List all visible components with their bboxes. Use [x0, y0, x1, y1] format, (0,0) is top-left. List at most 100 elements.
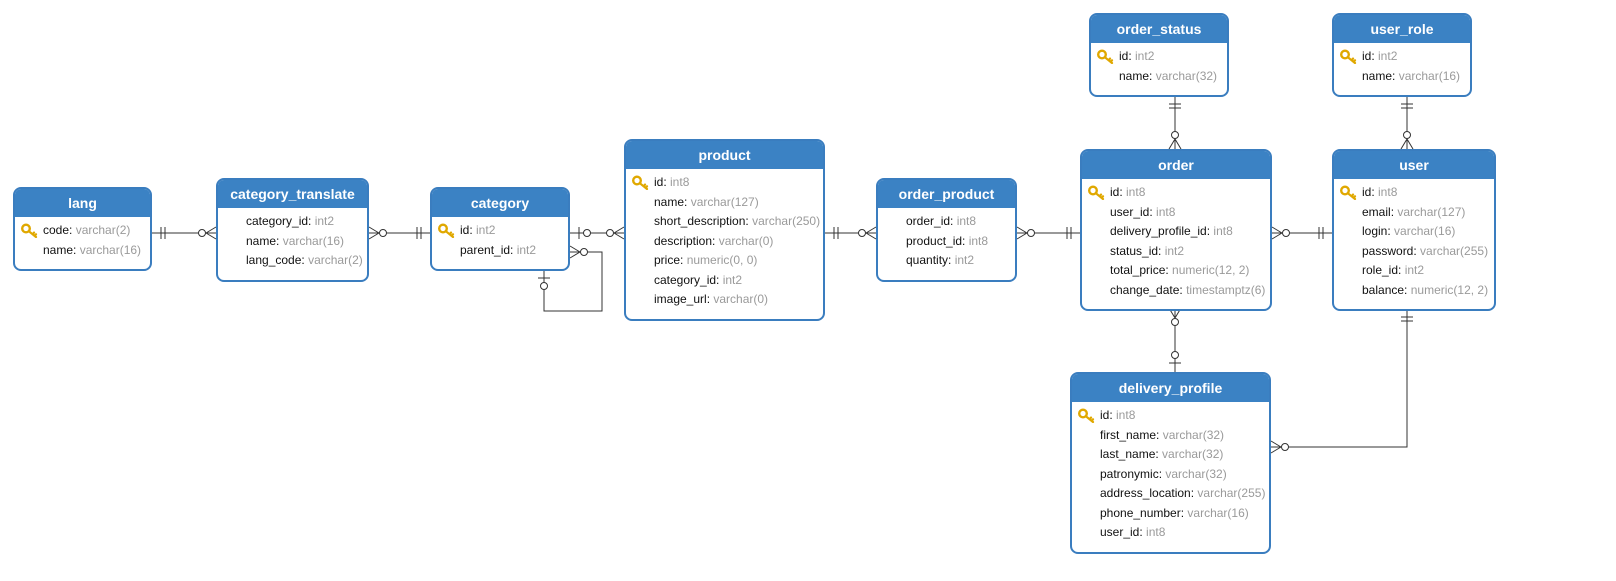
crowfoot-prong — [368, 232, 380, 240]
field-row[interactable]: login: varchar(16) — [1334, 222, 1494, 242]
field-row[interactable]: balance: numeric(12, 2) — [1334, 281, 1494, 301]
field-row[interactable]: password: varchar(255) — [1334, 242, 1494, 262]
field-row[interactable]: image_url: varchar(0) — [626, 290, 823, 310]
field-name: name — [43, 242, 74, 257]
table-title: category — [432, 189, 568, 217]
field-separator: : — [469, 223, 477, 237]
field-row[interactable]: name: varchar(32) — [1091, 67, 1227, 87]
field-name: id — [1100, 408, 1110, 422]
crowfoot-prong — [1271, 232, 1283, 240]
field-separator: : — [1390, 204, 1398, 219]
crowfoot-prong — [1271, 226, 1283, 234]
field-row[interactable]: id: int8 — [626, 173, 823, 193]
optional-marker — [1281, 443, 1289, 451]
field-separator: : — [510, 242, 517, 257]
field-separator: : — [712, 233, 719, 248]
field-type: int2 — [1404, 263, 1425, 277]
primary-key-icon — [438, 223, 455, 238]
field-row[interactable]: first_name: varchar(32) — [1072, 426, 1269, 446]
field-separator: : — [1139, 525, 1147, 539]
field-separator: : — [1156, 427, 1163, 442]
field-type: int8 — [1213, 224, 1233, 238]
field-name: id — [1362, 49, 1372, 63]
field-row[interactable]: user_id: int8 — [1082, 203, 1270, 223]
field-separator: : — [1149, 68, 1156, 83]
field-separator: : — [1109, 408, 1117, 422]
table-title: order — [1082, 151, 1270, 179]
field-row[interactable]: short_description: varchar(250) — [626, 212, 823, 232]
field-type: varchar(16) — [1394, 224, 1456, 238]
primary-key-icon — [1340, 185, 1357, 200]
field-row[interactable]: name: varchar(16) — [1334, 67, 1470, 87]
field-row[interactable]: price: numeric(0, 0) — [626, 251, 823, 271]
field-separator: : — [1179, 282, 1187, 297]
field-row[interactable]: name: varchar(16) — [15, 241, 150, 261]
field-separator: : — [1392, 68, 1399, 83]
field-type: timestamptz(6) — [1186, 282, 1266, 297]
field-row[interactable]: phone_number: varchar(16) — [1072, 504, 1269, 524]
field-name: address_location — [1100, 486, 1191, 500]
field-separator: : — [1398, 263, 1405, 277]
field-row[interactable]: quantity: int2 — [878, 251, 1015, 271]
field-type: varchar(32) — [1162, 447, 1224, 461]
field-row[interactable]: id: int8 — [1072, 406, 1269, 426]
table-title: delivery_profile — [1072, 374, 1269, 402]
field-name: name — [654, 194, 685, 209]
optional-marker — [379, 229, 387, 237]
field-row[interactable]: id: int8 — [1082, 183, 1270, 203]
field-row[interactable]: role_id: int2 — [1334, 261, 1494, 281]
field-row[interactable]: id: int2 — [1334, 47, 1470, 67]
field-separator: : — [301, 253, 309, 267]
crowfoot-prong — [569, 245, 581, 253]
field-row[interactable]: name: varchar(16) — [218, 232, 367, 252]
field-separator: : — [1149, 204, 1157, 219]
field-row[interactable]: lang_code: varchar(2) — [218, 251, 367, 271]
field-row[interactable]: category_id: int2 — [626, 271, 823, 291]
field-name: name — [1362, 68, 1393, 83]
field-row[interactable]: email: varchar(127) — [1334, 203, 1494, 223]
field-row[interactable]: user_id: int8 — [1072, 523, 1269, 543]
field-row[interactable]: delivery_profile_id: int8 — [1082, 222, 1270, 242]
field-row[interactable]: order_id: int8 — [878, 212, 1015, 232]
field-row[interactable]: total_price: numeric(12, 2) — [1082, 261, 1270, 281]
field-row[interactable]: name: varchar(127) — [626, 193, 823, 213]
field-name: change_date — [1110, 282, 1180, 297]
field-separator: : — [706, 292, 714, 306]
field-type: varchar(32) — [1155, 68, 1218, 83]
field-row[interactable]: description: varchar(0) — [626, 232, 823, 252]
field-name: email — [1362, 204, 1391, 219]
field-row[interactable]: id: int8 — [1334, 183, 1494, 203]
field-row[interactable]: id: int2 — [432, 221, 568, 241]
field-row[interactable]: code: varchar(2) — [15, 221, 150, 241]
field-row[interactable]: status_id: int2 — [1082, 242, 1270, 262]
field-separator: : — [1165, 263, 1173, 277]
field-row[interactable]: parent_id: int2 — [432, 241, 568, 261]
field-row[interactable]: product_id: int8 — [878, 232, 1015, 252]
field-row[interactable]: last_name: varchar(32) — [1072, 445, 1269, 465]
field-separator: : — [745, 214, 753, 228]
field-type: varchar(2) — [308, 253, 363, 267]
field-row[interactable]: address_location: varchar(255) — [1072, 484, 1269, 504]
field-row[interactable]: change_date: timestamptz(6) — [1082, 281, 1270, 301]
field-name: name — [246, 233, 277, 248]
field-type: varchar(127) — [690, 194, 759, 209]
field-row[interactable]: category_id: int2 — [218, 212, 367, 232]
field-row[interactable]: patronymic: varchar(32) — [1072, 465, 1269, 485]
field-type: int8 — [1146, 525, 1166, 539]
primary-key-icon — [632, 175, 649, 190]
field-name: phone_number — [1100, 505, 1181, 520]
field-row[interactable]: id: int2 — [1091, 47, 1227, 67]
crowfoot-prong — [569, 251, 581, 259]
